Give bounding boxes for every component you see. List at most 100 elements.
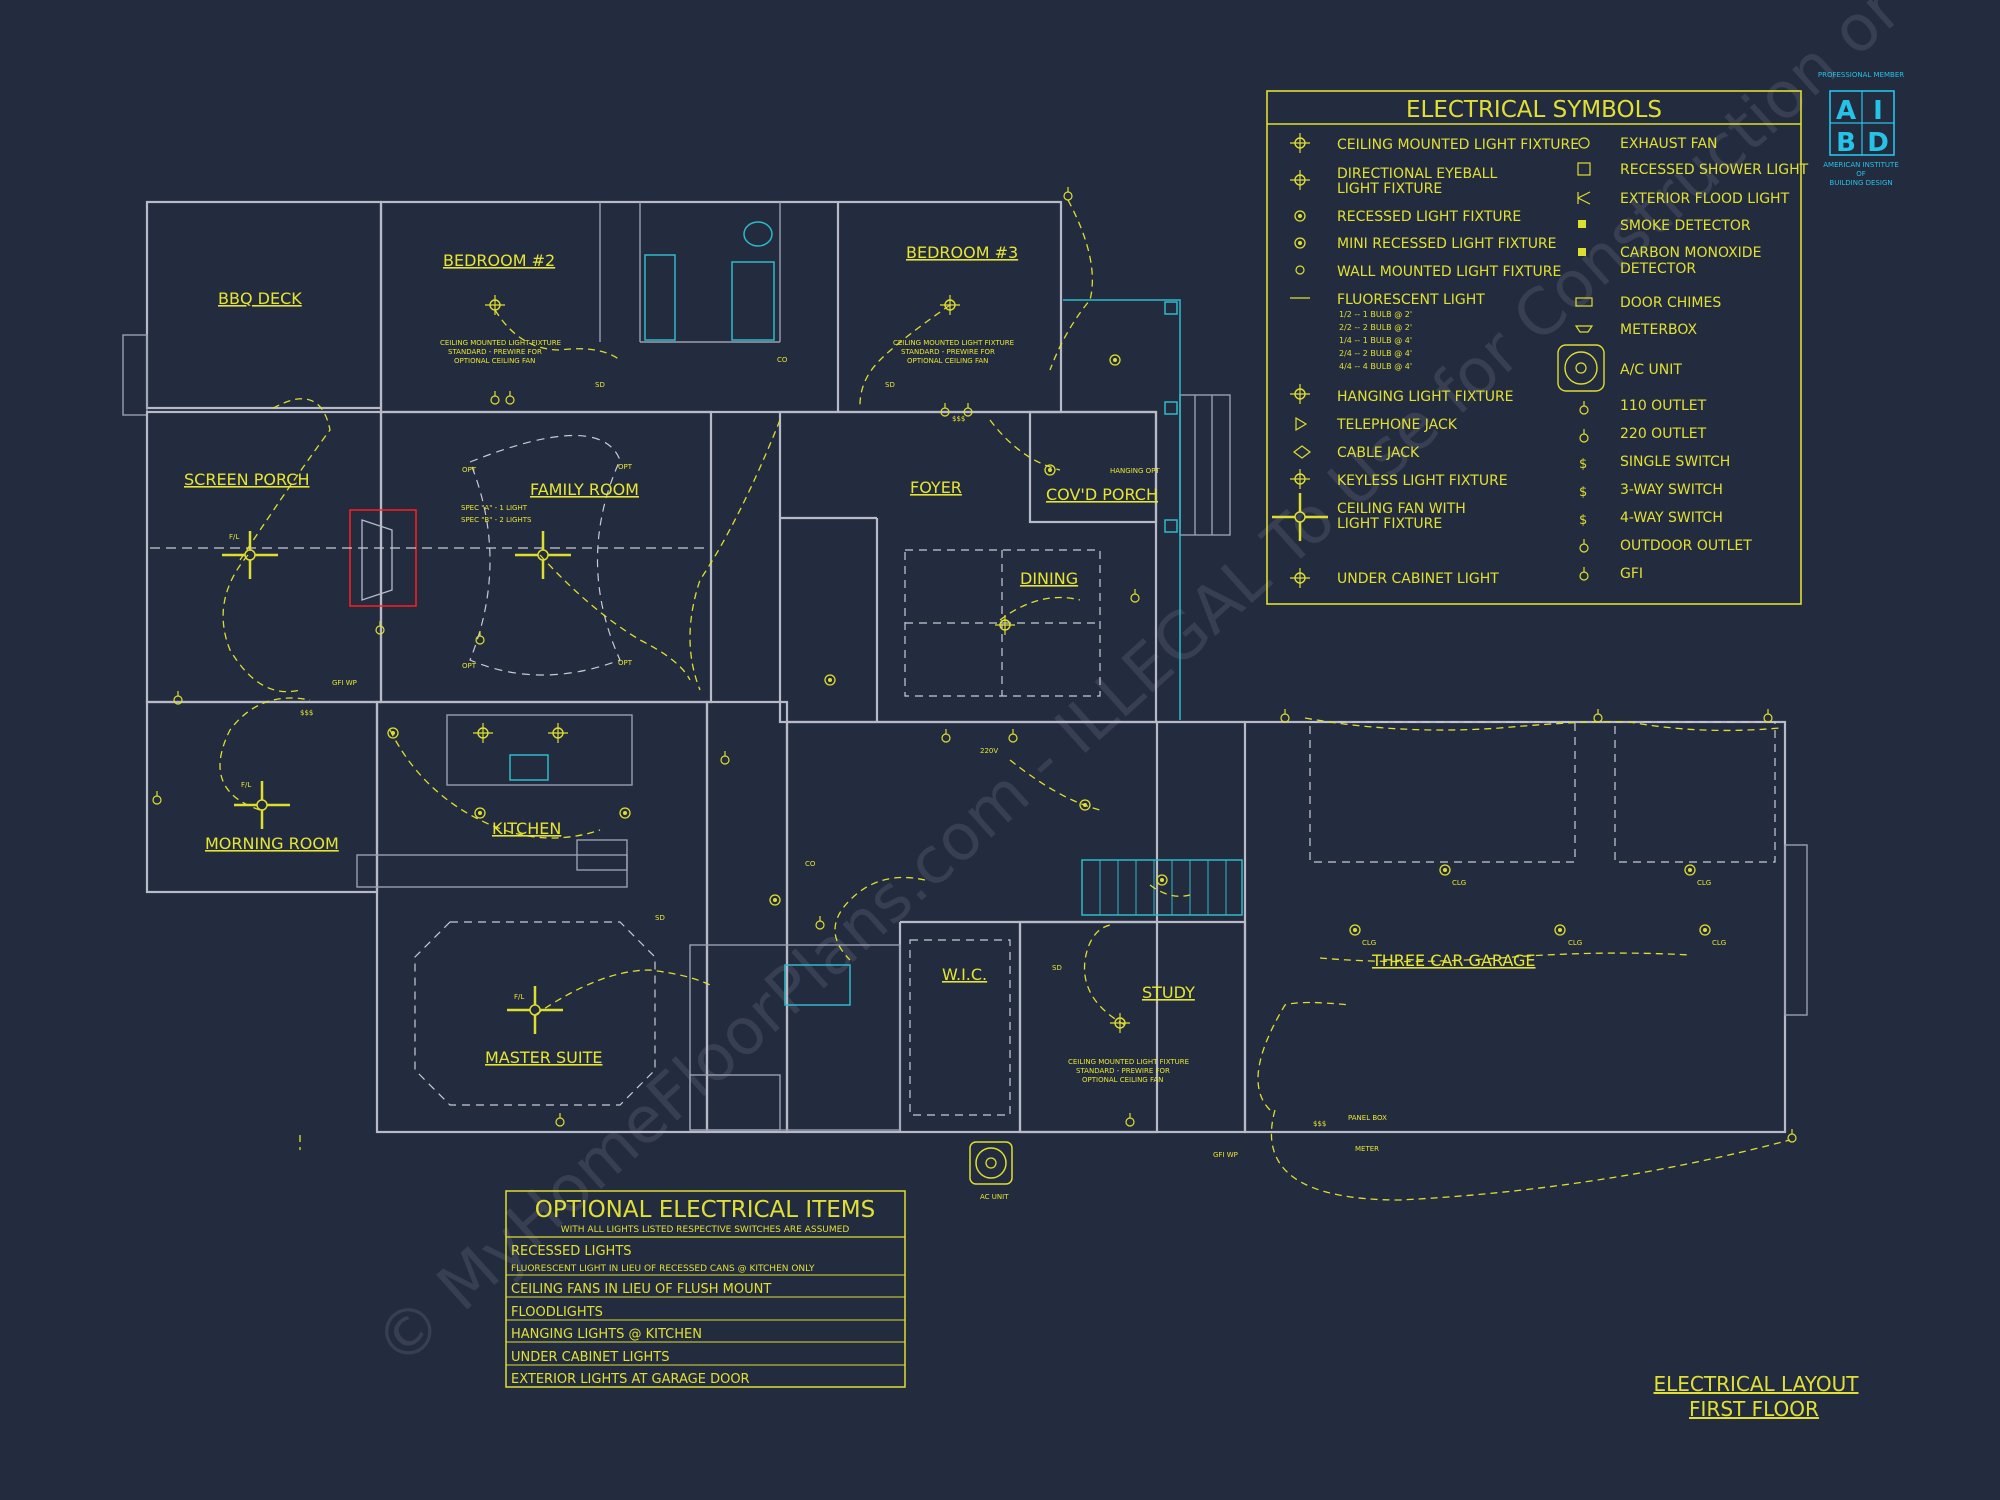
- legend-right-10: SINGLE SWITCH: [1620, 454, 1730, 470]
- logo-top: PROFESSIONAL MEMBER: [1818, 71, 1904, 79]
- opt-row-0: RECESSED LIGHTS: [511, 1244, 632, 1259]
- co-2: CO: [805, 860, 816, 868]
- optional-items-table: OPTIONAL ELECTRICAL ITEMS WITH ALL LIGHT…: [505, 1190, 906, 1388]
- legend-right-7: A/C UNIT: [1620, 362, 1682, 378]
- clg-2: CLG: [1697, 879, 1711, 887]
- legend-right-6: METERBOX: [1620, 322, 1698, 338]
- plan-notes: CEILING MOUNTED LIGHT FIXTURE STANDARD -…: [229, 339, 1726, 1201]
- room-master-suite: MASTER SUITE: [485, 1048, 602, 1067]
- legend-right-4: CARBON MONOXIDE: [1620, 245, 1761, 261]
- gfi-wp-1: GFI WP: [332, 679, 357, 687]
- fan-note-3c: OPTIONAL CEILING FAN: [1082, 1076, 1163, 1084]
- legend-right-11: 3-WAY SWITCH: [1620, 482, 1723, 498]
- hanging-opt: HANGING OPT: [1110, 467, 1160, 475]
- legend-left-2: RECESSED LIGHT FIXTURE: [1337, 209, 1521, 225]
- fluor-sub-1: 2/2 -- 2 BULB @ 2': [1339, 323, 1412, 332]
- opt-2: OPT: [618, 463, 633, 471]
- switches-1: $$$: [300, 709, 313, 717]
- legend-right-symbols: $ $ $: [1557, 137, 1605, 581]
- room-dining: DINING: [1020, 569, 1078, 588]
- legend-right-3: SMOKE DETECTOR: [1620, 218, 1751, 234]
- fluor-sub-4: 4/4 -- 4 BULB @ 4': [1339, 362, 1412, 371]
- opt-title: OPTIONAL ELECTRICAL ITEMS: [535, 1197, 875, 1223]
- room-screen-porch: SCREEN PORCH: [184, 470, 309, 489]
- fan-note-1c: CEILING MOUNTED LIGHT FIXTURE: [1068, 1058, 1189, 1066]
- legend-right-5: DOOR CHIMES: [1620, 295, 1721, 311]
- legend-left-4: WALL MOUNTED LIGHT FIXTURE: [1337, 264, 1561, 280]
- room-family-room: FAMILY ROOM: [530, 480, 639, 499]
- fan-note-3: OPTIONAL CEILING FAN: [454, 357, 535, 365]
- legend-right-2: EXTERIOR FLOOD LIGHT: [1620, 191, 1790, 207]
- legend-left-symbols: [1270, 132, 1330, 589]
- room-wic: W.I.C.: [942, 965, 987, 984]
- floor-plan-walls: [122, 200, 1808, 1134]
- legend-right-14: GFI: [1620, 566, 1643, 582]
- switches-2: $$$: [952, 415, 965, 423]
- opt-1: OPT: [462, 466, 477, 474]
- logo-a: A: [1836, 96, 1856, 126]
- gfi-wp-2: GFI WP: [1213, 1151, 1238, 1159]
- logo-name3: BUILDING DESIGN: [1829, 179, 1892, 187]
- legend-right-13: OUTDOOR OUTLET: [1620, 538, 1752, 554]
- legend-left-5: FLUORESCENT LIGHT: [1337, 292, 1485, 308]
- ac-unit-label: AC UNIT: [980, 1193, 1009, 1201]
- legend-left-11: UNDER CABINET LIGHT: [1337, 571, 1499, 587]
- room-labels: BBQ DECK BEDROOM #2 BEDROOM #3 SCREEN PO…: [184, 243, 1536, 1067]
- legend-right-12: 4-WAY SWITCH: [1620, 510, 1723, 526]
- legend-left-1: DIRECTIONAL EYEBALL: [1337, 166, 1497, 182]
- legend-left-10b: LIGHT FIXTURE: [1337, 516, 1442, 532]
- switches-3: $$$: [1313, 1120, 1326, 1128]
- room-foyer: FOYER: [910, 478, 962, 497]
- spec-a: SPEC "A" - 1 LIGHT: [461, 504, 528, 512]
- fan-note-1b: CEILING MOUNTED LIGHT FIXTURE: [893, 339, 1014, 347]
- logo-name1: AMERICAN INSTITUTE: [1823, 161, 1899, 169]
- legend-right-9: 220 OUTLET: [1620, 426, 1707, 442]
- legend-left-3: MINI RECESSED LIGHT FIXTURE: [1337, 236, 1557, 252]
- panel-box: PANEL BOX: [1348, 1114, 1387, 1122]
- fan-note-2: STANDARD - PREWIRE FOR: [448, 348, 542, 356]
- fl-1: F/L: [229, 533, 239, 541]
- logo-name2: OF: [1856, 170, 1866, 178]
- sd-4: SD: [1052, 964, 1062, 972]
- svg-text:$: $: [1579, 513, 1587, 528]
- legend-left-0: CEILING MOUNTED LIGHT FIXTURE: [1337, 137, 1579, 153]
- fluor-sub-2: 1/4 -- 1 BULB @ 4': [1339, 336, 1412, 345]
- legend-left-1b: LIGHT FIXTURE: [1337, 181, 1442, 197]
- electrical-circuits: [219, 199, 1791, 1201]
- room-garage: THREE CAR GARAGE: [1371, 951, 1536, 970]
- opt-subtitle: WITH ALL LIGHTS LISTED RESPECTIVE SWITCH…: [561, 1225, 850, 1235]
- opt-row-4: HANGING LIGHTS @ KITCHEN: [511, 1327, 702, 1342]
- svg-text:$: $: [1579, 457, 1587, 472]
- fan-note-3b: OPTIONAL CEILING FAN: [907, 357, 988, 365]
- fl-3: F/L: [514, 993, 524, 1001]
- sd-3: SD: [655, 914, 665, 922]
- legend-right-8: 110 OUTLET: [1620, 398, 1707, 414]
- legend-left-8: CABLE JACK: [1337, 445, 1420, 461]
- clg-3: CLG: [1362, 939, 1376, 947]
- v220: 220V: [980, 747, 998, 755]
- fluor-sub-3: 2/4 -- 2 BULB @ 4': [1339, 349, 1412, 358]
- opt-row-3: FLOODLIGHTS: [511, 1305, 603, 1320]
- sheet-title-line1: ELECTRICAL LAYOUT: [1654, 1372, 1860, 1396]
- legend-right-0: EXHAUST FAN: [1620, 136, 1718, 152]
- clg-1: CLG: [1452, 879, 1466, 887]
- sd-1: SD: [595, 381, 605, 389]
- meter: METER: [1355, 1145, 1379, 1153]
- legend-left-7: TELEPHONE JACK: [1336, 417, 1458, 433]
- legend-left-6: HANGING LIGHT FIXTURE: [1337, 389, 1514, 405]
- sheet-title-line2: FIRST FLOOR: [1689, 1397, 1819, 1421]
- aibd-logo: PROFESSIONAL MEMBER A I B D AMERICAN INS…: [1818, 71, 1904, 187]
- co-1: CO: [777, 356, 788, 364]
- opt-row-2: CEILING FANS IN LIEU OF FLUSH MOUNT: [511, 1282, 771, 1297]
- room-study: STUDY: [1142, 983, 1195, 1002]
- legend-title: ELECTRICAL SYMBOLS: [1406, 97, 1662, 123]
- symbols-legend: ELECTRICAL SYMBOLS CEILING MOUNTED LIGHT…: [1266, 90, 1809, 605]
- spec-b: SPEC "B" - 2 LIGHTS: [461, 516, 532, 524]
- sheet-title: ELECTRICAL LAYOUT FIRST FLOOR: [1654, 1372, 1860, 1421]
- room-covd-porch: COV'D PORCH: [1046, 485, 1158, 504]
- legend-left-10: CEILING FAN WITH: [1337, 501, 1466, 517]
- clg-5: CLG: [1712, 939, 1726, 947]
- room-kitchen: KITCHEN: [492, 819, 561, 838]
- fan-note-1: CEILING MOUNTED LIGHT FIXTURE: [440, 339, 561, 347]
